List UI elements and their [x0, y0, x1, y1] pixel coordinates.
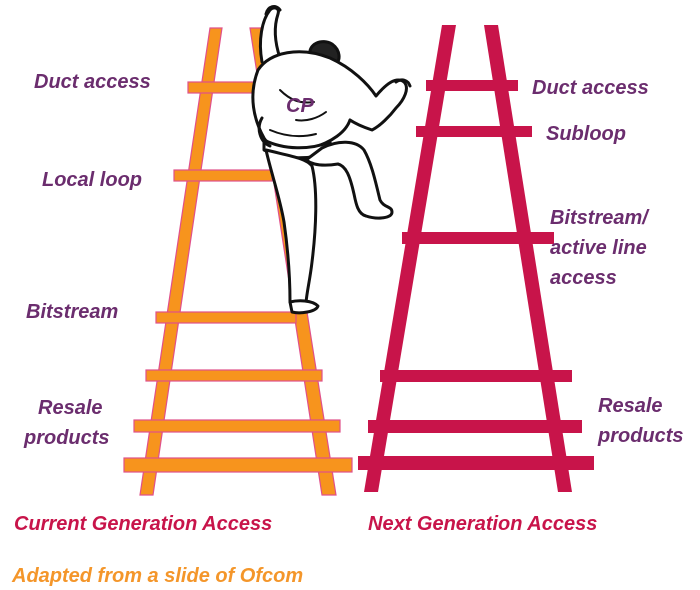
left-ladder-rung-4: [145, 369, 323, 382]
right-label-bitstream-line2: active line: [550, 237, 647, 259]
left-label-bitstream: Bitstream: [26, 301, 119, 323]
left-label-resale-line2: products: [24, 427, 110, 449]
left-ladder-caption: Current Generation Access: [14, 513, 273, 535]
left-label-resale-line1: Resale: [38, 397, 103, 419]
right-label-duct-access: Duct access: [532, 77, 649, 99]
right-ladder-rung-6: [358, 456, 594, 470]
right-ladder-caption: Next Generation Access: [368, 513, 598, 535]
source-note: Adapted from a slide of Ofcom: [12, 565, 304, 587]
right-label-resale-line1: Resale: [598, 395, 663, 417]
right-ladder: [358, 25, 594, 492]
right-ladder-rung-4: [380, 370, 572, 382]
climbing-person-icon: [251, 5, 412, 315]
right-label-subloop: Subloop: [546, 123, 626, 145]
right-label-resale-line2: products: [598, 425, 684, 447]
right-ladder-rung-5: [368, 420, 582, 433]
right-ladder-rung-2: [416, 126, 532, 137]
left-label-local-loop: Local loop: [42, 169, 142, 191]
left-label-duct-access: Duct access: [34, 71, 151, 93]
left-ladder-rung-2: [173, 169, 273, 182]
climber-label: CP: [286, 95, 314, 117]
right-label-bitstream-line1: Bitstream/: [550, 207, 648, 229]
right-label-bitstream-line3: access: [550, 267, 617, 289]
right-ladder-rung-3: [402, 232, 554, 244]
left-ladder-rung-5: [133, 419, 341, 433]
left-ladder-rung-3: [155, 311, 297, 324]
left-ladder-rung-6: [123, 457, 353, 473]
right-ladder-rung-1: [426, 80, 518, 91]
